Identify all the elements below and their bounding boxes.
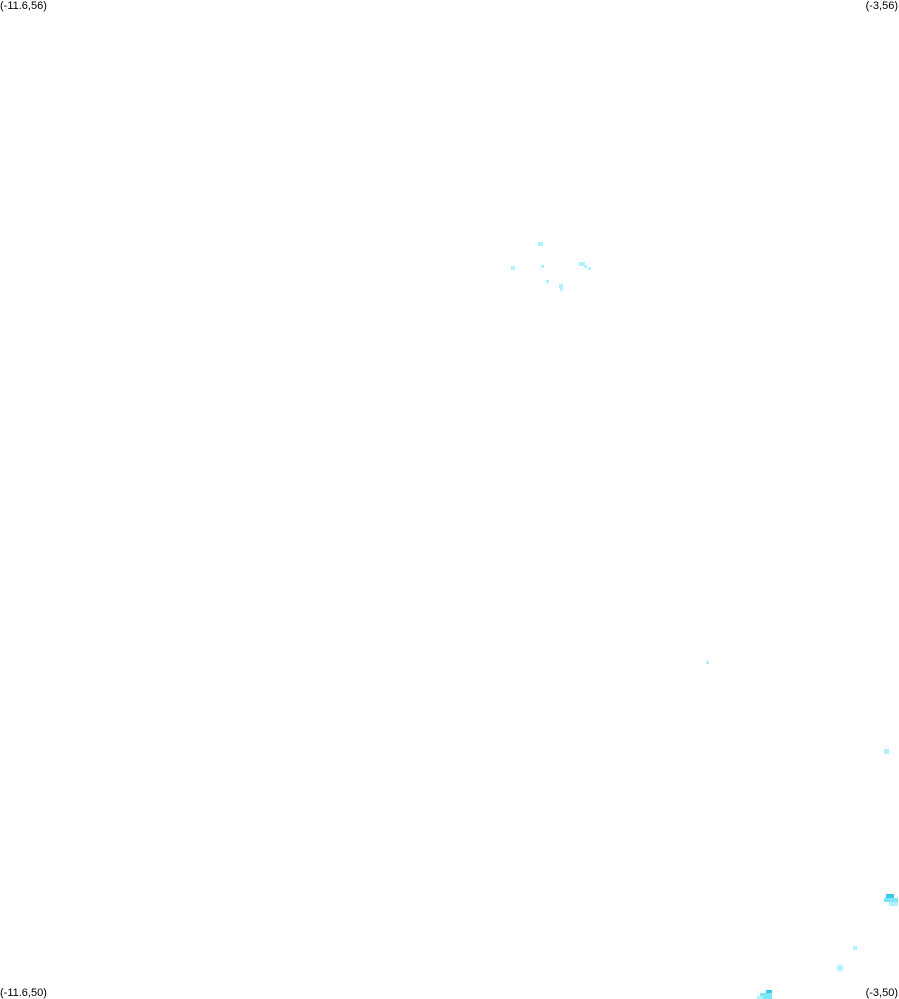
precip-blob	[706, 661, 709, 664]
precip-blob	[884, 898, 898, 902]
precip-blob	[760, 993, 772, 999]
corner-coordinate-bottom-right: (-3,50)	[865, 987, 898, 999]
precip-blob	[511, 266, 515, 270]
precipitation-layer	[511, 242, 898, 999]
precip-blob	[884, 749, 889, 754]
precip-blob	[588, 267, 591, 270]
corner-coordinate-top-right: (-3,56)	[865, 0, 898, 12]
precip-blob	[837, 965, 843, 971]
corner-coordinate-bottom-left: (-11.6,50)	[0, 987, 47, 999]
precip-blob	[541, 265, 544, 268]
precip-blob	[889, 902, 898, 906]
precip-blob	[886, 894, 894, 898]
precip-blob	[538, 242, 543, 246]
corner-coordinate-top-left: (-11.6,56)	[0, 0, 47, 12]
precip-blob	[853, 946, 857, 950]
precip-blob	[766, 990, 772, 994]
precip-blob	[559, 284, 563, 288]
precip-blob	[584, 265, 587, 268]
precip-blob	[579, 262, 585, 266]
precip-blob	[757, 996, 763, 999]
precip-blob	[560, 288, 563, 291]
precip-blob	[546, 280, 549, 283]
